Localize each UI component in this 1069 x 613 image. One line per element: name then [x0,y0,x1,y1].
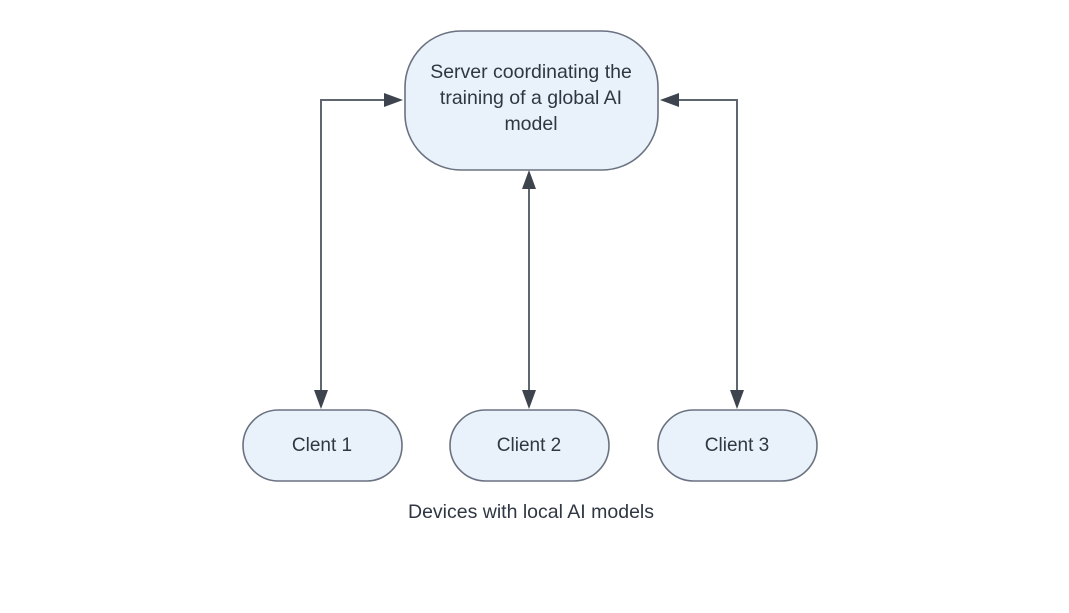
edge-client-2-to-server[interactable] [522,170,536,409]
client-1-node[interactable]: Clent 1 [242,409,403,482]
edge-client-3-arrowhead-to-client [730,390,744,409]
edge-client-2-arrowhead-to-server [522,170,536,189]
server-node-label-line-3: model [504,113,557,135]
diagram-caption: Devices with local AI models [408,501,654,523]
server-node[interactable]: Server coordinating the training of a gl… [404,30,659,171]
client-2-node-shape [449,409,610,482]
edge-client-1-to-server[interactable] [314,93,403,409]
edge-client-3-to-server[interactable] [660,93,744,409]
client-1-node-shape [242,409,403,482]
client-3-node[interactable]: Client 3 [657,409,818,482]
edge-client-3-arrowhead-to-server [660,93,679,107]
edge-client-3-line [677,99,738,396]
edge-client-1-arrowhead-to-server [384,93,403,107]
client-1-node-label: Clent 1 [292,435,352,456]
edge-client-2-arrowhead-to-client [522,390,536,409]
server-node-label-line-2: training of a global AI [440,87,622,109]
client-2-node-label: Client 2 [497,435,561,456]
client-2-node[interactable]: Client 2 [449,409,610,482]
client-3-node-shape [657,409,818,482]
client-3-node-label: Client 3 [705,435,769,456]
edge-client-1-line [320,99,386,396]
edge-client-1-arrowhead-to-client [314,390,328,409]
server-node-shape [404,30,659,171]
server-node-label-line-1: Server coordinating the [430,61,632,83]
